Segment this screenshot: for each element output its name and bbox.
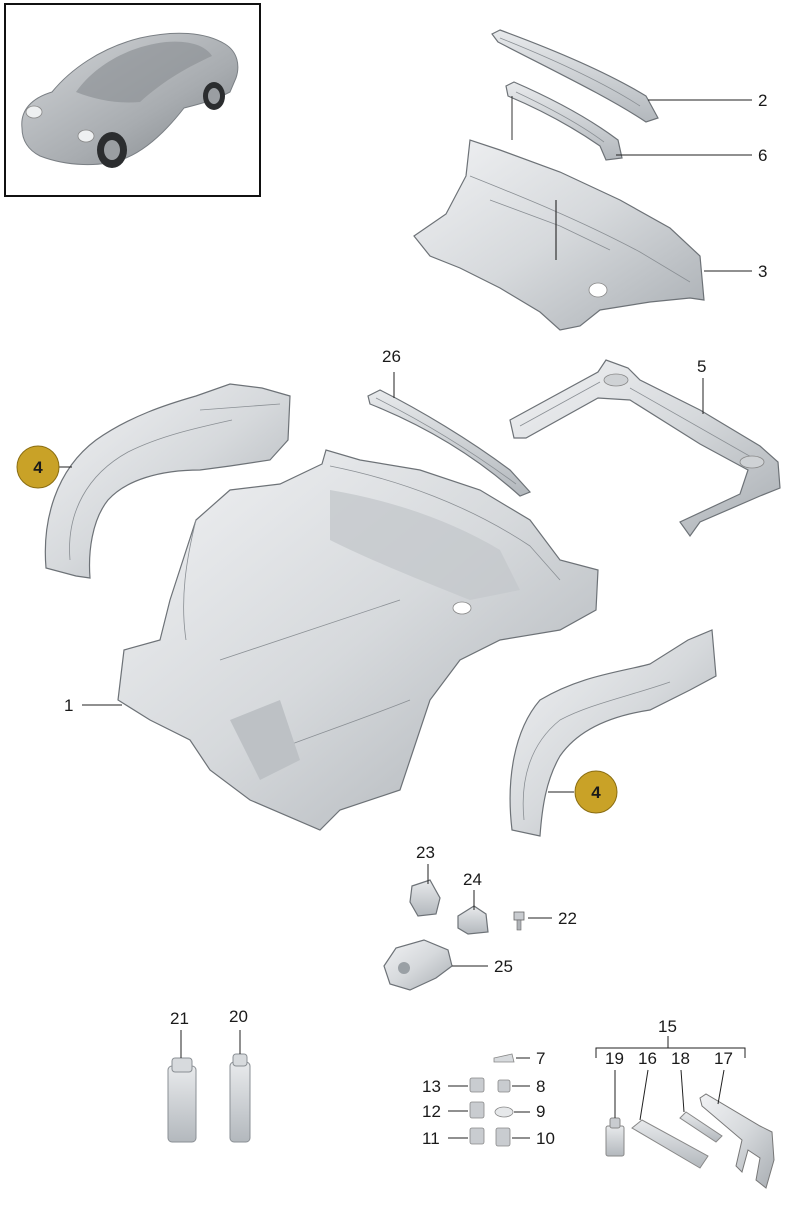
part-23-bracket [409, 879, 441, 917]
leader-lines [58, 99, 752, 1139]
label-part-3: 3 [758, 262, 767, 281]
part-10-nut [495, 1127, 511, 1147]
label-part-17: 17 [714, 1049, 733, 1068]
label-part-1: 1 [64, 696, 73, 715]
fastener-parts [469, 1053, 515, 1147]
part-1-floor-assembly [117, 449, 599, 831]
part-7-rivet [493, 1053, 515, 1063]
part-4-wheel-arch-right [509, 629, 717, 837]
part-3-rear-panel [413, 139, 705, 331]
label-part-16: 16 [638, 1049, 657, 1068]
part-26-crossmember [367, 389, 532, 497]
label-part-15: 15 [658, 1017, 677, 1036]
part-24-bracket [457, 905, 489, 935]
part-22-bolt [513, 911, 525, 931]
part-19-bottle [605, 1117, 625, 1157]
label-part-19: 19 [605, 1049, 624, 1068]
label-part-5: 5 [697, 357, 706, 376]
part-12-nut [469, 1101, 485, 1119]
part-5-subframe [509, 359, 781, 538]
label-part-6: 6 [758, 146, 767, 165]
label-part-13: 13 [422, 1077, 441, 1096]
badge-label-part-4-right: 4 [591, 783, 601, 802]
vehicle-thumbnail [4, 3, 261, 197]
label-part-21: 21 [170, 1009, 189, 1028]
part-18-nozzle [679, 1111, 723, 1143]
part-17-applicator-gun [699, 1093, 775, 1189]
label-part-2: 2 [758, 91, 767, 110]
label-part-9: 9 [536, 1102, 545, 1121]
badge-label-part-4-left: 4 [33, 458, 43, 477]
label-part-10: 10 [536, 1129, 555, 1148]
label-part-11: 11 [422, 1129, 440, 1148]
part-20-cartridge [229, 1053, 251, 1143]
badge-part-4-left[interactable]: 4 [16, 445, 60, 489]
badge-part-4-right[interactable]: 4 [574, 770, 618, 814]
part-16-tube [631, 1119, 709, 1169]
part-6-bracket [505, 81, 623, 161]
part-11-nut [469, 1127, 485, 1145]
label-part-22: 22 [558, 909, 577, 928]
part-13-nut [469, 1077, 485, 1093]
label-part-23: 23 [416, 843, 435, 862]
part-25-bracket [383, 939, 453, 991]
label-part-25: 25 [494, 957, 513, 976]
part-8-nut [497, 1079, 511, 1093]
label-part-8: 8 [536, 1077, 545, 1096]
label-part-7: 7 [536, 1049, 545, 1068]
part-21-cartridge [167, 1057, 197, 1143]
label-part-18: 18 [671, 1049, 690, 1068]
label-part-12: 12 [422, 1102, 441, 1121]
part-4-wheel-arch-left [44, 383, 291, 579]
label-part-26: 26 [382, 347, 401, 366]
part-9-washer [494, 1106, 514, 1118]
label-part-24: 24 [463, 870, 482, 889]
label-part-20: 20 [229, 1007, 248, 1026]
part-2-rail [491, 29, 659, 123]
part-labels: 2 6 3 26 5 1 23 24 22 25 21 20 15 7 8 9 … [64, 91, 767, 1148]
